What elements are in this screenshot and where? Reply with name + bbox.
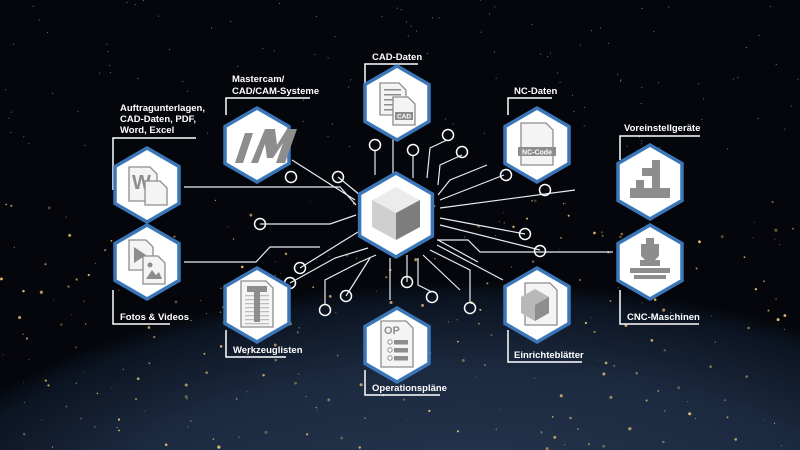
- wire-terminal: [293, 261, 307, 275]
- node-label: Werkzeuglisten: [233, 345, 303, 356]
- wire-terminal: [331, 170, 345, 184]
- central-hub[interactable]: [357, 170, 435, 260]
- node-label: CNC-Maschinen: [627, 312, 700, 323]
- node-label: CAD-Daten, PDF,: [120, 114, 196, 125]
- tool-list-icon: [240, 280, 274, 328]
- wire-terminal: [400, 275, 414, 289]
- wire-terminal: [441, 128, 455, 142]
- hexagon-frame[interactable]: [616, 142, 684, 222]
- svg-text:NC-Code: NC-Code: [522, 150, 552, 157]
- operation-plan-icon: OP: [380, 320, 414, 368]
- node-nc[interactable]: NC-Code NC-Daten: [503, 86, 571, 185]
- circuit-wire: [417, 258, 433, 293]
- presetter-machine-icon: [630, 160, 670, 198]
- label-leader-line: [364, 63, 418, 85]
- label-leader-line: [225, 97, 310, 115]
- circuit-wire: [422, 254, 461, 291]
- circuit-wire: [437, 154, 463, 186]
- node-label: Fotos & Videos: [120, 312, 189, 323]
- node-label: Mastercam/: [232, 74, 285, 85]
- label-leader-line: [225, 330, 286, 358]
- node-label: NC-Daten: [514, 86, 557, 97]
- label-leader-line: [507, 97, 552, 115]
- wire-terminal: [318, 303, 332, 317]
- node-auftrag[interactable]: W Auftragunterlagen,CAD-Daten, PDF,Word, …: [112, 103, 205, 225]
- circuit-wire: [345, 257, 371, 297]
- wire-terminal: [425, 290, 439, 304]
- circuit-wire: [289, 247, 369, 284]
- node-mastercam[interactable]: Mastercam/CAD/CAM-Systeme: [223, 74, 319, 185]
- circuit-wire: [429, 249, 471, 302]
- node-op[interactable]: OP Operationspläne: [363, 305, 447, 396]
- circuit-wire: [324, 254, 377, 305]
- circuit-wire: [260, 214, 357, 225]
- hexagon-frame[interactable]: [223, 105, 291, 185]
- circuit-wire: [184, 186, 357, 206]
- node-label: Einrichteblätter: [514, 350, 584, 361]
- wire-terminal: [253, 217, 267, 231]
- circuit-wire: [291, 159, 356, 201]
- label-leader-line: [619, 290, 699, 325]
- circuit-wires: [184, 118, 613, 317]
- node-cnc[interactable]: CNC-Maschinen: [616, 222, 700, 325]
- node-label: Voreinstellgeräte: [624, 123, 700, 134]
- wire-terminal: [455, 145, 469, 159]
- circuit-wire: [439, 224, 541, 251]
- circuit-wire: [436, 244, 504, 281]
- wire-terminal: [284, 170, 298, 184]
- node-werkzeug[interactable]: Werkzeuglisten: [223, 265, 303, 358]
- circuit-wire: [299, 231, 359, 269]
- mastercam-logo-icon: [235, 129, 297, 163]
- circuit-wire: [439, 189, 576, 209]
- circuit-wire: [437, 239, 479, 263]
- office-documents-icon: W: [128, 166, 168, 206]
- circuit-wire: [426, 139, 448, 179]
- circuit-wire: [439, 217, 526, 235]
- wire-terminal: [406, 143, 420, 157]
- circuit-wire: [184, 246, 320, 263]
- wire-terminal: [538, 183, 552, 197]
- photo-video-icon: [128, 239, 166, 285]
- wire-terminal: [339, 289, 353, 303]
- wire-terminal: [533, 244, 547, 258]
- node-label: CAD-Daten: [372, 52, 422, 63]
- node-fotos[interactable]: Fotos & Videos: [112, 222, 189, 325]
- label-leader-line: [619, 135, 700, 160]
- label-leader-line: [112, 137, 196, 190]
- label-leader-line: [507, 330, 582, 363]
- node-label: Operationspläne: [372, 383, 447, 394]
- node-einricht[interactable]: Einrichteblätter: [503, 265, 584, 363]
- node-voreinstell[interactable]: Voreinstellgeräte: [616, 123, 700, 222]
- node-cad[interactable]: CAD CAD-Daten: [363, 52, 431, 143]
- circuit-wire: [437, 239, 613, 253]
- node-label: CAD/CAM-Systeme: [232, 86, 319, 97]
- circuit-wire: [437, 164, 488, 196]
- svg-text:CAD: CAD: [397, 114, 411, 121]
- label-leader-line: [364, 370, 440, 396]
- cube-icon: [372, 187, 420, 240]
- svg-text:OP: OP: [384, 325, 400, 337]
- nc-code-file-icon: NC-Code: [518, 122, 556, 166]
- node-label: Word, Excel: [120, 125, 174, 136]
- wire-terminal: [499, 168, 513, 182]
- cad-file-icon: CAD: [379, 82, 416, 126]
- wire-terminal: [463, 301, 477, 315]
- circuit-wire: [439, 174, 505, 201]
- wire-terminal: [518, 227, 532, 241]
- setup-sheet-icon: [521, 282, 558, 326]
- circuit-wire: [337, 176, 361, 196]
- cnc-machine-icon: [630, 238, 670, 279]
- label-leader-line: [112, 290, 170, 325]
- node-label: Auftragunterlagen,: [120, 103, 205, 114]
- wire-terminal: [368, 138, 382, 152]
